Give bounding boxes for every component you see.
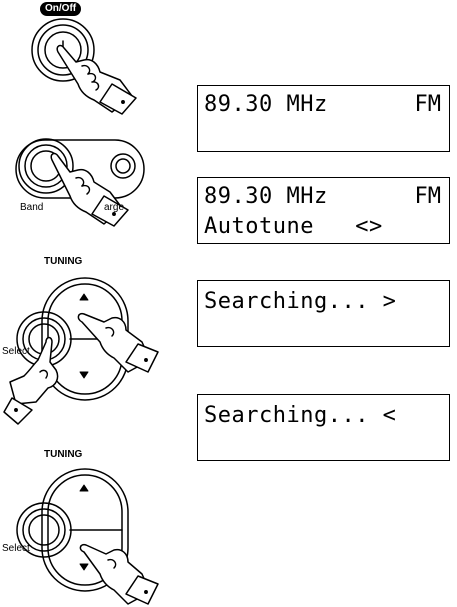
hand-press-up-icon — [77, 312, 159, 373]
select-button-2-icon — [16, 502, 72, 558]
select-label-1: Select — [2, 346, 30, 357]
hand-press-select-icon — [3, 336, 59, 425]
lcd-display-2-line1: 89.30 MHz — [204, 184, 328, 209]
lcd-display-1-line1: 89.30 MHz — [204, 92, 328, 117]
lcd-display-4-line1: Searching... < — [204, 403, 397, 428]
select-label-2: Select — [2, 543, 30, 554]
tuning-rocker-down-icon — [41, 468, 129, 592]
lcd-display-3-line1: Searching... > — [204, 289, 397, 314]
hand-press-down-icon — [79, 543, 159, 605]
lcd-display-3: Searching... > — [197, 280, 450, 347]
lcd-display-2: 89.30 MHz FM Autotune <> — [197, 177, 450, 244]
tuning-label-1: TUNING — [44, 256, 83, 267]
lcd-display-1-band: FM — [414, 92, 442, 117]
charge-label: arge — [104, 202, 125, 213]
lcd-display-4: Searching... < — [197, 394, 450, 461]
on-off-label: On/Off — [40, 2, 82, 16]
band-label: Band — [20, 202, 44, 213]
lcd-display-1: 89.30 MHz FM — [197, 85, 450, 152]
lcd-display-2-band: FM — [414, 184, 442, 209]
hand-press-band-icon — [50, 152, 129, 227]
hand-press-on-off-icon — [56, 44, 137, 115]
lcd-display-2-line2: Autotune <> — [204, 214, 383, 239]
tuning-label-2: TUNING — [44, 449, 83, 460]
